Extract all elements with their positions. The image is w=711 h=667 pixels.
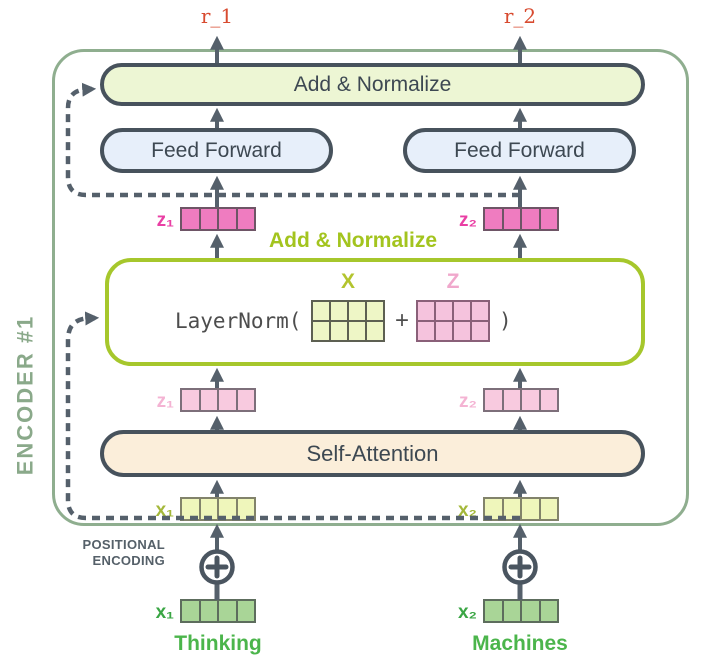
vector-z1-attn (180, 388, 256, 412)
encoder-label: ENCODER #1 (12, 314, 38, 476)
vector-cell (485, 209, 502, 229)
vector-cell (538, 601, 558, 621)
vector-cell (520, 601, 539, 621)
vector-cell (485, 601, 502, 621)
grid-cell (417, 321, 435, 341)
vector-label-z1-out: z₁ (156, 210, 174, 231)
vector-cell (520, 499, 539, 519)
vector-x1-embed (180, 599, 256, 623)
grid-cell (453, 301, 471, 321)
vector-label-x2-pos: x₂ (457, 500, 477, 521)
vector-cell (198, 390, 218, 410)
vector-cell (235, 390, 255, 410)
layernorm-suffix: ) (499, 309, 512, 333)
vector-cell (520, 390, 539, 410)
vector-z2-out (483, 207, 559, 231)
self-attention-label: Self-Attention (306, 440, 439, 466)
layernorm-block: LayerNorm( X + Z ) (105, 258, 645, 366)
grid-cell (417, 301, 435, 321)
vector-cell (501, 209, 521, 229)
vector-label-x1-embed: x₁ (155, 602, 174, 623)
vector-cell (235, 499, 255, 519)
input-word-machines: Machines (472, 632, 568, 655)
add-normalize-mid-label: Add & Normalize (268, 229, 438, 252)
vector-cell (182, 209, 199, 229)
positional-encoding-line1: POSITIONAL (82, 537, 165, 552)
vector-label-z2-out: z₂ (459, 210, 477, 231)
grid-cell (330, 301, 348, 321)
vector-cell (501, 499, 521, 519)
grid-cell (348, 321, 366, 341)
feed-forward-1-block: Feed Forward (100, 128, 333, 173)
add-normalize-top-block: Add & Normalize (100, 63, 645, 106)
vector-cell (520, 209, 539, 229)
plus-circle-2 (502, 549, 538, 585)
vector-cell (485, 390, 502, 410)
vector-label-x2-embed: x₂ (457, 602, 477, 623)
grid-cell (330, 321, 348, 341)
add-normalize-top-label: Add & Normalize (293, 72, 452, 96)
grid-cell (435, 321, 453, 341)
self-attention-block: Self-Attention (100, 430, 645, 477)
grid-cell (312, 321, 330, 341)
grid-cell (366, 301, 384, 321)
vector-x2-embed (483, 599, 559, 623)
vector-cell (182, 601, 199, 621)
vector-x1-pos (180, 497, 256, 521)
grid-cell (312, 301, 330, 321)
vector-cell (198, 499, 218, 519)
layernorm-x-label: X (340, 270, 355, 293)
grid-cell (471, 321, 489, 341)
positional-encoding-label: POSITIONAL ENCODING (81, 537, 165, 569)
vector-cell (485, 499, 502, 519)
feed-forward-1-label: Feed Forward (151, 138, 282, 162)
vector-cell (198, 601, 218, 621)
vector-cell (538, 390, 558, 410)
plus-circle-1 (199, 549, 235, 585)
vector-cell (501, 390, 521, 410)
vector-z2-attn (483, 388, 559, 412)
vector-label-z2-attn: z₂ (459, 391, 477, 412)
vector-z1-out (180, 207, 256, 231)
input-word-thinking: Thinking (174, 632, 262, 655)
vector-x2-pos (483, 497, 559, 521)
feed-forward-2-label: Feed Forward (454, 138, 585, 162)
vector-cell (235, 209, 255, 229)
vector-cell (538, 499, 558, 519)
layernorm-z-grid (416, 300, 490, 342)
vector-cell (182, 499, 199, 519)
vector-cell (235, 601, 255, 621)
positional-encoding-line2: ENCODING (92, 553, 165, 568)
vector-cell (217, 390, 236, 410)
output-label-r2: r_2 (503, 4, 537, 28)
encoder-box (52, 49, 689, 526)
layernorm-z-label: Z (446, 270, 460, 293)
vector-cell (198, 209, 218, 229)
layernorm-x-grid (311, 300, 385, 342)
grid-cell (366, 321, 384, 341)
output-label-r1: r_1 (200, 4, 234, 28)
grid-cell (453, 321, 471, 341)
grid-cell (435, 301, 453, 321)
vector-cell (501, 601, 521, 621)
grid-cell (471, 301, 489, 321)
vector-cell (182, 390, 199, 410)
vector-cell (538, 209, 558, 229)
grid-cell (348, 301, 366, 321)
vector-label-x1-pos: x₁ (155, 500, 174, 521)
layernorm-prefix: LayerNorm( (175, 309, 302, 333)
layernorm-plus-operator: + (394, 307, 409, 334)
feed-forward-2-block: Feed Forward (403, 128, 636, 173)
vector-cell (217, 499, 236, 519)
vector-cell (217, 601, 236, 621)
vector-cell (217, 209, 236, 229)
vector-label-z1-attn: z₁ (156, 391, 174, 412)
